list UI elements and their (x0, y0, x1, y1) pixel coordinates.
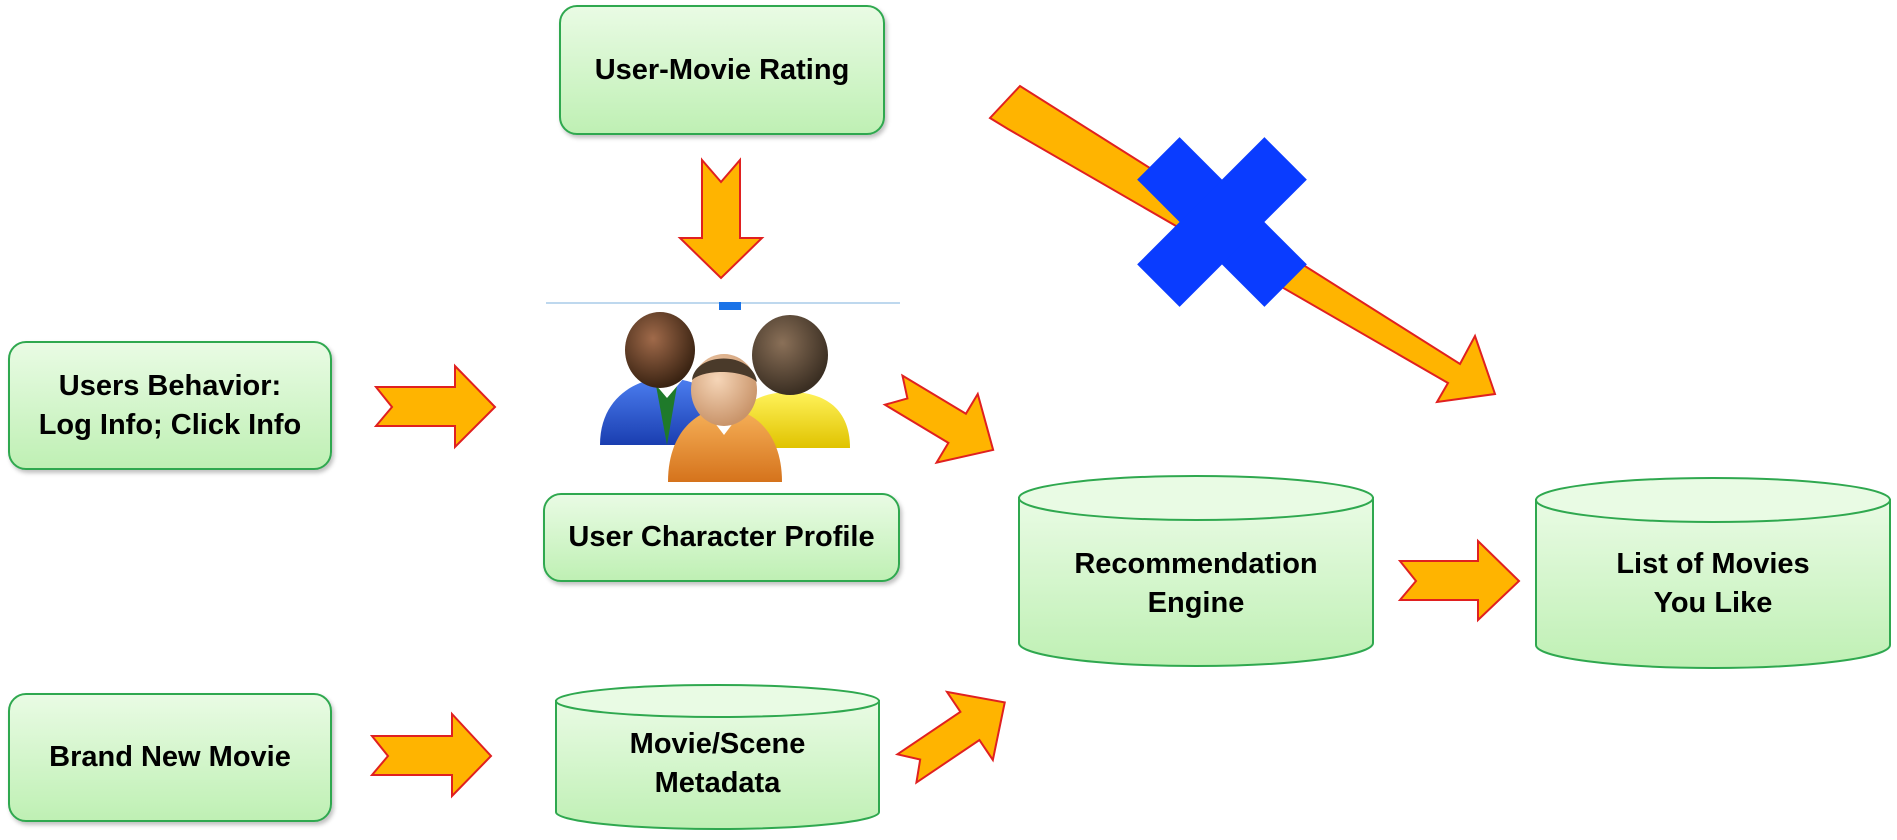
user-movie-rating-box: User-Movie Rating (559, 5, 885, 135)
user-character-profile-label: User Character Profile (568, 521, 875, 553)
recommendation-engine-label: Recommendation Engine (1074, 548, 1318, 619)
user-character-profile-box: User Character Profile (543, 493, 900, 582)
list-of-movies-label: List of Movies You Like (1616, 548, 1810, 619)
arrow-metadata-to-engine (894, 690, 1006, 785)
arrow-newmovie-to-metadata (369, 711, 493, 799)
cylinder-shape (1018, 475, 1374, 667)
brand-new-movie-label: Brand New Movie (49, 741, 291, 773)
brand-new-movie-box: Brand New Movie (8, 693, 332, 822)
selection-handle (719, 302, 741, 310)
list-of-movies-cylinder: List of Movies You Like (1535, 477, 1891, 669)
users-group-icon (600, 312, 850, 482)
movie-scene-metadata-cylinder: Movie/Scene Metadata (555, 684, 880, 830)
arrow-engine-to-list (1397, 538, 1521, 623)
cylinder-shape (555, 684, 880, 830)
user-movie-rating-label: User-Movie Rating (594, 53, 850, 86)
blocked-x-icon (1137, 137, 1307, 307)
recommendation-engine-cylinder: Recommendation Engine (1018, 475, 1374, 667)
arrow-behavior-to-profile (373, 363, 497, 450)
users-behavior-label: Users Behavior: Log Info; Click Info (38, 369, 302, 441)
cylinder-shape (1535, 477, 1891, 669)
arrow-rating-to-profile (677, 157, 765, 280)
movie-scene-metadata-label: Movie/Scene Metadata (629, 728, 806, 799)
arrow-profile-to-engine (882, 373, 995, 465)
users-behavior-box: Users Behavior: Log Info; Click Info (8, 341, 332, 470)
